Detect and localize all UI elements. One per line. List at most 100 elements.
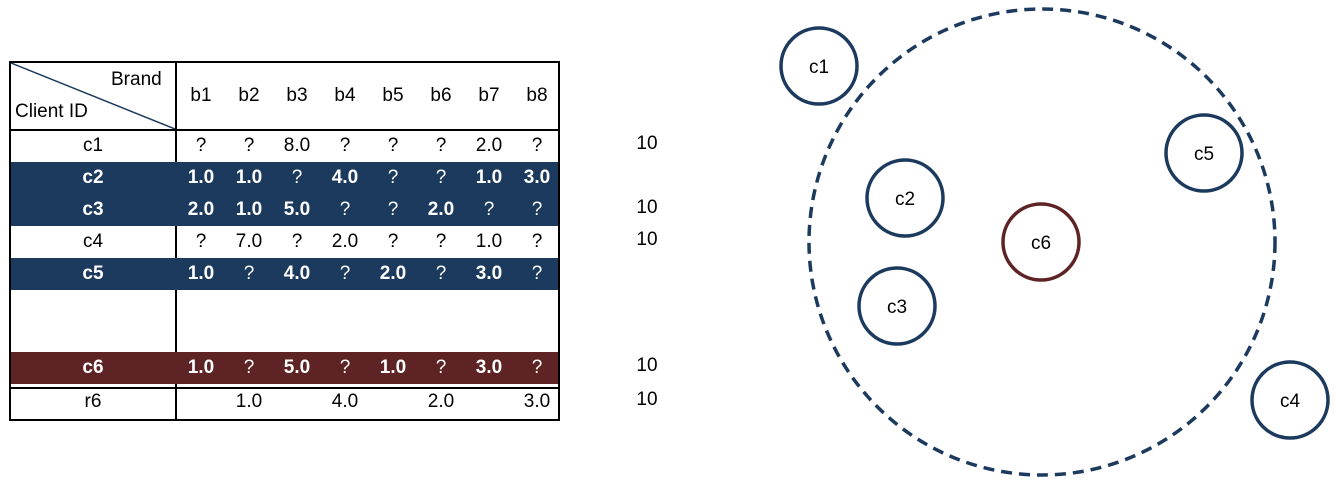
rating-cell-c1-b6: ? [435,135,447,156]
rating-cell-c4-b2: 7.0 [235,231,263,252]
rating-cell-c4-b7: 1.0 [475,231,503,252]
node-c1: c1 [779,26,859,106]
rating-cell-c5-b6: ? [435,263,447,284]
rating-cell-c2-b6: ? [435,167,447,188]
node-label-c3: c3 [887,297,907,318]
table-divider-vertical [175,63,177,419]
rating-cell-c2-b8: 3.0 [523,167,551,188]
rating-cell-r6-b2: 1.0 [235,391,263,412]
brand-header-b8: b8 [526,85,548,106]
rating-cell-c1-b8: ? [531,135,543,156]
node-c3: c3 [857,266,937,346]
node-circle-c6 [1001,202,1081,282]
side-value-c3: 10 [636,197,658,218]
rating-cell-c1-b5: ? [387,135,399,156]
brand-header-b2: b2 [238,85,260,106]
rating-cell-c6-b3: 5.0 [283,357,311,378]
client-id-c4: c4 [82,231,104,252]
neighborhood-diagram: c1 c2 c3 c4 c5 c6 [779,7,1330,477]
node-circle-c5 [1164,113,1244,193]
rating-cell-c5-b4: ? [339,263,351,284]
rating-cell-c4-b5: ? [387,231,399,252]
node-circle-c2 [865,158,945,238]
side-value-c6: 10 [636,355,658,376]
row-highlight-c2 [11,162,558,194]
node-c4: c4 [1250,360,1330,440]
row-highlight-c6 [11,352,558,384]
rating-cell-c2-b5: ? [387,167,399,188]
rating-cell-c3-b3: 5.0 [283,199,311,220]
table-header-divider [11,129,558,131]
rating-cell-c3-b4: ? [339,199,351,220]
side-value-c1: 10 [636,133,658,154]
rating-cell-c3-b8: ? [531,199,543,220]
rating-cell-c4-b8: ? [531,231,543,252]
node-label-c4: c4 [1280,391,1301,412]
rating-cell-c6-b1: 1.0 [187,357,215,378]
rating-cell-r6-b8: 3.0 [523,391,551,412]
node-c2: c2 [865,158,945,238]
rating-cell-c3-b2: 1.0 [235,199,263,220]
node-circle-c4 [1250,360,1330,440]
brand-axis-label: Brand [111,69,162,90]
side-value-r6: 10 [636,389,658,410]
rating-cell-c1-b3: 8.0 [283,135,311,156]
brand-header-b5: b5 [382,85,404,106]
node-c5: c5 [1164,113,1244,193]
brand-header-b3: b3 [286,85,308,106]
rating-cell-c1-b1: ? [195,135,207,156]
client-id-c5: c5 [82,263,104,284]
node-circle-c3 [857,266,937,346]
rating-cell-c5-b2: ? [243,263,255,284]
brand-header-b1: b1 [190,85,212,106]
rating-cell-c6-b6: ? [435,357,447,378]
client-id-c6: c6 [82,357,104,378]
node-label-c1: c1 [809,57,829,78]
rating-cell-c6-b5: 1.0 [379,357,407,378]
rating-cell-c5-b3: 4.0 [283,263,311,284]
side-value-c4: 10 [636,229,658,250]
rating-cell-c2-b7: 1.0 [475,167,503,188]
node-circle-c1 [779,26,859,106]
rating-cell-r6-b4: 4.0 [331,391,359,412]
node-c6: c6 [1001,202,1081,282]
row-highlight-c3 [11,194,558,226]
rating-cell-c4-b1: ? [195,231,207,252]
rating-cell-c5-b8: ? [531,263,543,284]
rating-cell-c5-b1: 1.0 [187,263,215,284]
rating-cell-c5-b7: 3.0 [475,263,503,284]
rating-cell-c2-b3: ? [291,167,303,188]
rating-cell-r6-b6: 2.0 [427,391,455,412]
rating-cell-c3-b1: 2.0 [187,199,215,220]
rating-cell-c2-b4: 4.0 [331,167,359,188]
client-id-r6: r6 [84,391,102,412]
rating-cell-c3-b6: 2.0 [427,199,455,220]
client-id-c2: c2 [82,167,104,188]
rating-cell-c3-b7: ? [483,199,495,220]
table-footer-divider [11,387,558,389]
row-highlight-c5 [11,258,558,290]
client-id-c1: c1 [82,135,104,156]
rating-cell-c1-b7: 2.0 [475,135,503,156]
node-label-c2: c2 [895,189,915,210]
rating-cell-c3-b5: ? [387,199,399,220]
rating-cell-c4-b6: ? [435,231,447,252]
rating-cell-c2-b2: 1.0 [235,167,263,188]
node-label-c5: c5 [1194,144,1214,165]
rating-cell-c6-b8: ? [531,357,543,378]
rating-cell-c6-b4: ? [339,357,351,378]
neighborhood-boundary-circle [807,7,1277,477]
client-id-axis-label: Client ID [15,101,88,122]
client-id-c3: c3 [82,199,104,220]
header-diagonal-line [11,63,175,129]
rating-cell-c4-b4: 2.0 [331,231,359,252]
rating-cell-c6-b7: 3.0 [475,357,503,378]
rating-cell-c1-b4: ? [339,135,351,156]
rating-cell-c1-b2: ? [243,135,255,156]
brand-header-b7: b7 [478,85,500,106]
rating-cell-c6-b2: ? [243,357,255,378]
brand-header-b6: b6 [430,85,452,106]
rating-cell-c4-b3: ? [291,231,303,252]
rating-cell-c2-b1: 1.0 [187,167,215,188]
